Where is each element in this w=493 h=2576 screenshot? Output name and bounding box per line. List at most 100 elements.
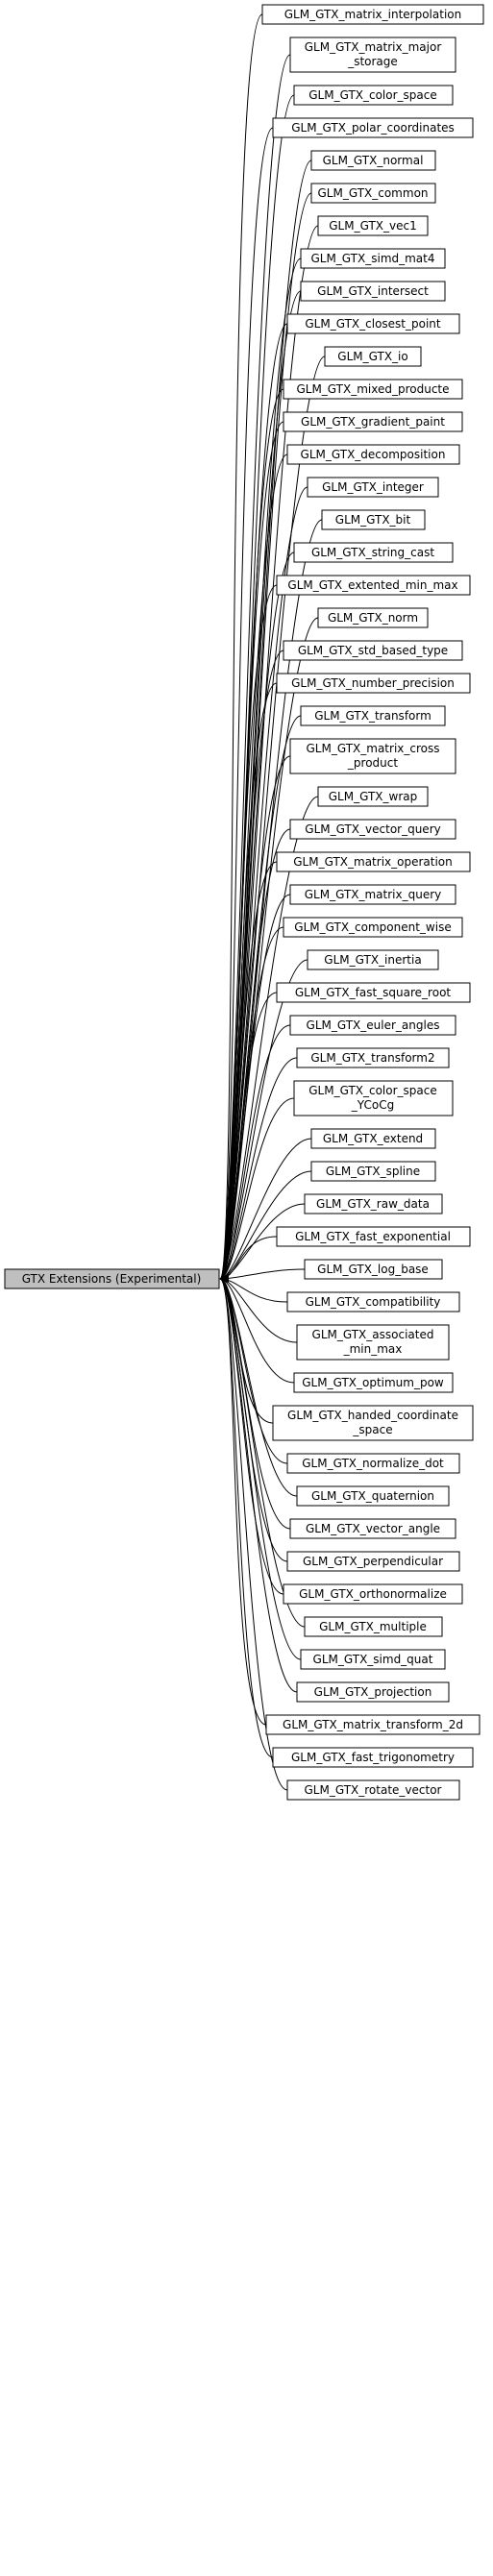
module-node-glm-gtx-optimum-pow[interactable]: GLM_GTX_optimum_pow xyxy=(293,1372,454,1393)
module-node-glm-gtx-log-base[interactable]: GLM_GTX_log_base xyxy=(304,1259,443,1280)
dependency-edge-glm-gtx-color-space-ycocg xyxy=(219,1097,295,1283)
module-node-glm-gtx-raw-data[interactable]: GLM_GTX_raw_data xyxy=(304,1193,443,1214)
dependency-edge-glm-gtx-transform2 xyxy=(219,1057,298,1283)
module-node-glm-gtx-compatibility[interactable]: GLM_GTX_compatibility xyxy=(286,1291,460,1313)
module-node-glm-gtx-fast-square-root[interactable]: GLM_GTX_fast_square_root xyxy=(276,982,471,1003)
module-node-label: GLM_GTX_matrix_interpolation xyxy=(284,8,461,21)
module-node-glm-gtx-io[interactable]: GLM_GTX_io xyxy=(324,346,422,367)
module-node-glm-gtx-extented-min-max[interactable]: GLM_GTX_extented_min_max xyxy=(276,575,471,596)
module-node-glm-gtx-gradient-paint[interactable]: GLM_GTX_gradient_paint xyxy=(283,411,463,432)
module-node-box xyxy=(317,215,429,236)
module-node-glm-gtx-extend[interactable]: GLM_GTX_extend xyxy=(310,1128,436,1149)
module-node-glm-gtx-decomposition[interactable]: GLM_GTX_decomposition xyxy=(286,444,460,465)
module-node-glm-gtx-mixed-producte[interactable]: GLM_GTX_mixed_producte xyxy=(283,379,463,400)
module-node-label: GLM_GTX_transform2 xyxy=(310,1051,434,1065)
module-node-glm-gtx-matrix-cross-product[interactable]: GLM_GTX_matrix_cross_product xyxy=(289,738,456,774)
module-node-box xyxy=(283,379,463,400)
dependency-edge-glm-gtx-fast-trigonometry xyxy=(219,1275,274,1758)
dependency-edge-glm-gtx-color-space xyxy=(219,94,295,1283)
module-node-glm-gtx-wrap[interactable]: GLM_GTX_wrap xyxy=(317,786,429,807)
dependency-edge-glm-gtx-quaternion xyxy=(219,1275,298,1497)
module-node-glm-gtx-std-based-type[interactable]: GLM_GTX_std_based_type xyxy=(283,640,463,661)
module-node-box xyxy=(293,1372,454,1393)
module-node-glm-gtx-common[interactable]: GLM_GTX_common xyxy=(310,183,436,204)
module-node-box xyxy=(293,85,454,106)
module-node-box xyxy=(276,575,471,596)
module-node-glm-gtx-closest-point[interactable]: GLM_GTX_closest_point xyxy=(286,313,460,334)
dependency-edge-glm-gtx-number-precision xyxy=(219,682,278,1283)
module-node-label: GLM_GTX_intersect xyxy=(317,284,429,298)
module-node-box xyxy=(289,884,456,905)
module-node-glm-gtx-projection[interactable]: GLM_GTX_projection xyxy=(296,1681,450,1703)
module-node-label: GLM_GTX_vec1 xyxy=(329,219,416,233)
dependency-edge-glm-gtx-polar-coordinates xyxy=(219,127,274,1283)
module-node-box xyxy=(261,4,484,25)
module-node-glm-gtx-bit[interactable]: GLM_GTX_bit xyxy=(321,509,426,530)
module-node-glm-gtx-simd-quat[interactable]: GLM_GTX_simd_quat xyxy=(300,1649,446,1670)
module-node-box xyxy=(265,1714,481,1735)
module-node-glm-gtx-orthonormalize[interactable]: GLM_GTX_orthonormalize xyxy=(283,1583,463,1605)
module-node-glm-gtx-polar-coordinates[interactable]: GLM_GTX_polar_coordinates xyxy=(272,117,474,138)
module-node-glm-gtx-string-cast[interactable]: GLM_GTX_string_cast xyxy=(293,542,454,563)
module-node-glm-gtx-fast-exponential[interactable]: GLM_GTX_fast_exponential xyxy=(276,1226,471,1247)
module-node-glm-gtx-associated-min-max[interactable]: GLM_GTX_associated_min_max xyxy=(296,1324,450,1361)
module-node-glm-gtx-matrix-query[interactable]: GLM_GTX_matrix_query xyxy=(289,884,456,905)
dependency-edge-glm-gtx-projection xyxy=(219,1275,298,1693)
module-node-glm-gtx-perpendicular[interactable]: GLM_GTX_perpendicular xyxy=(286,1551,460,1572)
module-nodes: GLM_GTX_matrix_interpolationGLM_GTX_matr… xyxy=(261,4,484,1801)
module-node-box xyxy=(296,1324,450,1361)
module-node-label: _YCoCg xyxy=(351,1098,394,1112)
module-node-glm-gtx-color-space-ycocg[interactable]: GLM_GTX_color_space_YCoCg xyxy=(293,1080,454,1116)
root-node-gtx-extensions[interactable]: GTX Extensions (Experimental) xyxy=(4,1268,220,1289)
module-node-label: GLM_GTX_rotate_vector xyxy=(305,1783,442,1797)
module-node-glm-gtx-matrix-operation[interactable]: GLM_GTX_matrix_operation xyxy=(276,851,471,872)
module-node-glm-gtx-intersect[interactable]: GLM_GTX_intersect xyxy=(300,281,446,302)
module-node-glm-gtx-transform2[interactable]: GLM_GTX_transform2 xyxy=(296,1047,450,1068)
module-node-label: GLM_GTX_simd_mat4 xyxy=(310,252,434,265)
module-node-glm-gtx-matrix-interpolation[interactable]: GLM_GTX_matrix_interpolation xyxy=(261,4,484,25)
module-node-box xyxy=(286,1453,460,1474)
module-node-glm-gtx-vector-query[interactable]: GLM_GTX_vector_query xyxy=(289,819,456,840)
module-node-glm-gtx-rotate-vector[interactable]: GLM_GTX_rotate_vector xyxy=(286,1779,460,1801)
module-node-box xyxy=(276,982,471,1003)
module-node-label: GLM_GTX_common xyxy=(317,186,428,200)
dependency-edge-glm-gtx-multiple xyxy=(219,1275,306,1628)
module-node-label: GLM_GTX_spline xyxy=(326,1165,420,1178)
module-node-glm-gtx-euler-angles[interactable]: GLM_GTX_euler_angles xyxy=(289,1015,456,1036)
module-node-label: GLM_GTX_inertia xyxy=(324,953,421,967)
module-node-box xyxy=(283,1583,463,1605)
module-node-glm-gtx-norm[interactable]: GLM_GTX_norm xyxy=(317,607,429,628)
module-node-box xyxy=(272,1747,474,1768)
module-node-glm-gtx-inertia[interactable]: GLM_GTX_inertia xyxy=(307,949,439,970)
module-node-glm-gtx-quaternion[interactable]: GLM_GTX_quaternion xyxy=(296,1485,450,1507)
module-node-glm-gtx-normal[interactable]: GLM_GTX_normal xyxy=(310,150,436,171)
module-node-box xyxy=(304,1259,443,1280)
module-node-glm-gtx-component-wise[interactable]: GLM_GTX_component_wise xyxy=(283,917,463,938)
module-node-glm-gtx-normalize-dot[interactable]: GLM_GTX_normalize_dot xyxy=(286,1453,460,1474)
module-node-glm-gtx-transform[interactable]: GLM_GTX_transform xyxy=(300,705,446,726)
module-node-glm-gtx-number-precision[interactable]: GLM_GTX_number_precision xyxy=(276,673,471,694)
module-node-glm-gtx-spline[interactable]: GLM_GTX_spline xyxy=(310,1161,436,1182)
module-node-glm-gtx-color-space[interactable]: GLM_GTX_color_space xyxy=(293,85,454,106)
module-node-glm-gtx-fast-trigonometry[interactable]: GLM_GTX_fast_trigonometry xyxy=(272,1747,474,1768)
module-node-label: GLM_GTX_log_base xyxy=(317,1263,429,1276)
module-node-glm-gtx-vector-angle[interactable]: GLM_GTX_vector_angle xyxy=(289,1518,456,1539)
module-node-glm-gtx-handed-coordinate-space[interactable]: GLM_GTX_handed_coordinate_space xyxy=(272,1405,474,1441)
module-node-glm-gtx-simd-mat4[interactable]: GLM_GTX_simd_mat4 xyxy=(300,248,446,269)
module-node-glm-gtx-vec1[interactable]: GLM_GTX_vec1 xyxy=(317,215,429,236)
module-node-label: GLM_GTX_fast_trigonometry xyxy=(291,1751,455,1764)
module-node-label: GLM_GTX_io xyxy=(337,350,407,363)
module-node-glm-gtx-matrix-major-storage[interactable]: GLM_GTX_matrix_major_storage xyxy=(289,37,456,73)
module-node-box xyxy=(300,705,446,726)
module-node-label: _min_max xyxy=(343,1342,403,1356)
module-node-glm-gtx-matrix-transform-2d[interactable]: GLM_GTX_matrix_transform_2d xyxy=(265,1714,481,1735)
module-node-glm-gtx-integer[interactable]: GLM_GTX_integer xyxy=(307,477,439,498)
module-node-glm-gtx-multiple[interactable]: GLM_GTX_multiple xyxy=(304,1616,443,1637)
module-node-label: GLM_GTX_simd_quat xyxy=(313,1653,433,1666)
module-node-box xyxy=(283,917,463,938)
module-node-label: GLM_GTX_matrix_query xyxy=(305,888,442,901)
module-node-box xyxy=(317,786,429,807)
module-node-box xyxy=(272,117,474,138)
module-node-label: GLM_GTX_fast_square_root xyxy=(295,986,452,999)
module-node-box xyxy=(276,1226,471,1247)
